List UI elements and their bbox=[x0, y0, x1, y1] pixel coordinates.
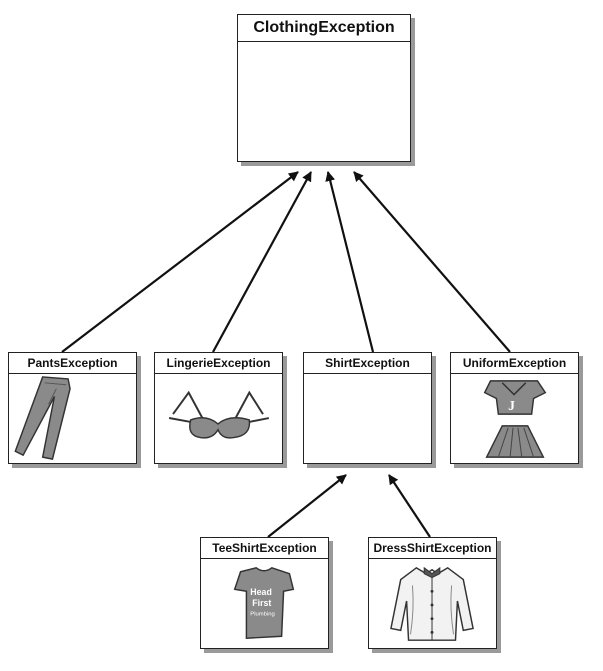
class-name-teeshirt-exception: TeeShirtException bbox=[201, 538, 328, 559]
uniform-letter: J bbox=[508, 398, 515, 413]
arrow-uniform-to-clothing bbox=[353, 171, 511, 353]
class-box-uniform-exception: UniformException J bbox=[450, 352, 579, 464]
class-name-dressshirt-exception: DressShirtException bbox=[369, 538, 496, 559]
tshirt-print-line-2: First bbox=[252, 598, 271, 608]
class-name-shirt-exception: ShirtException bbox=[304, 353, 431, 374]
class-box-clothing-exception: ClothingException bbox=[237, 14, 411, 162]
arrow-teeshirt-to-shirt bbox=[267, 474, 347, 538]
bra-icon bbox=[155, 375, 282, 463]
pants-icon bbox=[9, 375, 136, 463]
cheerleader-uniform-icon: J bbox=[451, 375, 578, 463]
class-box-teeshirt-exception: TeeShirtException Head First Plumbing bbox=[200, 537, 329, 649]
tshirt-print-line-1: Head bbox=[250, 587, 272, 597]
arrow-shirt-to-clothing bbox=[325, 171, 375, 353]
dress-shirt-icon bbox=[369, 560, 496, 648]
class-box-pants-exception: PantsException bbox=[8, 352, 137, 464]
class-box-shirt-exception: ShirtException bbox=[303, 352, 432, 464]
tshirt-print-line-3: Plumbing bbox=[250, 612, 274, 618]
class-name-uniform-exception: UniformException bbox=[451, 353, 578, 374]
class-box-lingerie-exception: LingerieException bbox=[154, 352, 283, 464]
class-name-lingerie-exception: LingerieException bbox=[155, 353, 282, 374]
arrow-dressshirt-to-shirt bbox=[388, 474, 431, 538]
class-name-pants-exception: PantsException bbox=[9, 353, 136, 374]
class-name-clothing-exception: ClothingException bbox=[238, 15, 410, 42]
arrow-pants-to-clothing bbox=[61, 171, 299, 353]
class-box-dressshirt-exception: DressShirtException bbox=[368, 537, 497, 649]
t-shirt-icon: Head First Plumbing bbox=[201, 560, 328, 648]
arrow-lingerie-to-clothing bbox=[212, 171, 312, 353]
